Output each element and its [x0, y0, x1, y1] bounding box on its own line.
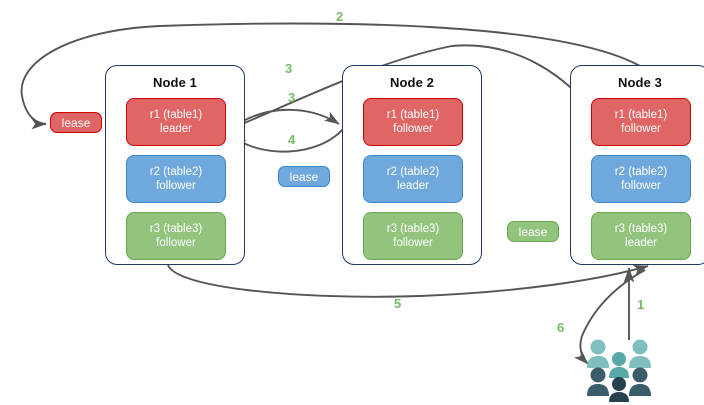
step-label-4: 4	[288, 132, 296, 147]
lease-badge-red[interactable]: lease	[50, 112, 102, 133]
node-3-replica-r2[interactable]: r2 (table2) follower	[591, 155, 691, 203]
replica-label-line2: follower	[156, 180, 196, 192]
lease-label: lease	[61, 115, 91, 130]
replica-label-line2: leader	[397, 180, 429, 192]
replica-label-line2: follower	[621, 123, 661, 135]
node-1-replica-r3[interactable]: r3 (table3) follower	[126, 212, 226, 260]
step-label-5: 5	[394, 296, 402, 311]
step-label-6: 6	[557, 320, 565, 335]
node-3-box[interactable]: Node 3 r1 (table1) follower r2 (table2) …	[570, 65, 704, 265]
node-1-replica-r2[interactable]: r2 (table2) follower	[126, 155, 226, 203]
replica-label-line2: follower	[621, 180, 661, 192]
node-2-title: Node 2	[390, 75, 434, 90]
replica-label-line1: r1 (table1)	[149, 109, 203, 121]
replica-label-line2: follower	[393, 237, 433, 249]
person-back-left	[587, 339, 609, 368]
replica-label-line2: leader	[160, 123, 192, 135]
node-3-title: Node 3	[618, 75, 662, 90]
arrow-step-6	[574, 269, 646, 365]
node-2-box[interactable]: Node 2 r1 (table1) follower r2 (table2) …	[342, 65, 482, 265]
person-front-center	[609, 377, 629, 402]
replica-label-line2: follower	[393, 123, 433, 135]
node-2-replica-r2[interactable]: r2 (table2) leader	[363, 155, 463, 203]
step-label-1: 1	[637, 297, 645, 312]
arrow-step-3-upper	[227, 44, 597, 131]
replica-label-line1: r2 (table2)	[149, 166, 203, 178]
step-label-2: 2	[336, 9, 344, 24]
replica-label-line1: r1 (table1)	[614, 109, 668, 121]
replica-label-line1: r1 (table1)	[386, 109, 440, 121]
person-front-left	[587, 367, 609, 396]
person-back-center	[609, 352, 629, 378]
replica-label-line1: r2 (table2)	[386, 166, 440, 178]
replica-label-line1: r2 (table2)	[614, 166, 668, 178]
arrow-step-5	[167, 264, 649, 298]
lease-badge-blue[interactable]: lease	[278, 166, 330, 187]
lease-label: lease	[289, 169, 319, 184]
node-2-replica-r3[interactable]: r3 (table3) follower	[363, 212, 463, 260]
node-1-title: Node 1	[153, 75, 197, 90]
person-back-right	[629, 339, 651, 368]
step-label-3b: 3	[288, 90, 296, 105]
replica-label-line1: r3 (table3)	[149, 223, 203, 235]
lease-badge-green[interactable]: lease	[507, 221, 559, 242]
node-3-replica-r1[interactable]: r1 (table1) follower	[591, 98, 691, 146]
replica-label-line1: r3 (table3)	[386, 223, 440, 235]
replica-label-line2: leader	[625, 237, 657, 249]
replica-label-line2: follower	[156, 237, 196, 249]
arrow-step-2	[20, 22, 641, 130]
replica-label-line1: r3 (table3)	[614, 223, 668, 235]
node-1-replica-r1[interactable]: r1 (table1) leader	[126, 98, 226, 146]
node-2-replica-r1[interactable]: r1 (table1) follower	[363, 98, 463, 146]
step-label-3a: 3	[285, 61, 293, 76]
node-3-replica-r3[interactable]: r3 (table3) leader	[591, 212, 691, 260]
node-1-box[interactable]: Node 1 r1 (table1) leader r2 (table2) fo…	[105, 65, 245, 265]
person-front-right	[629, 367, 651, 396]
lease-label: lease	[518, 224, 548, 239]
